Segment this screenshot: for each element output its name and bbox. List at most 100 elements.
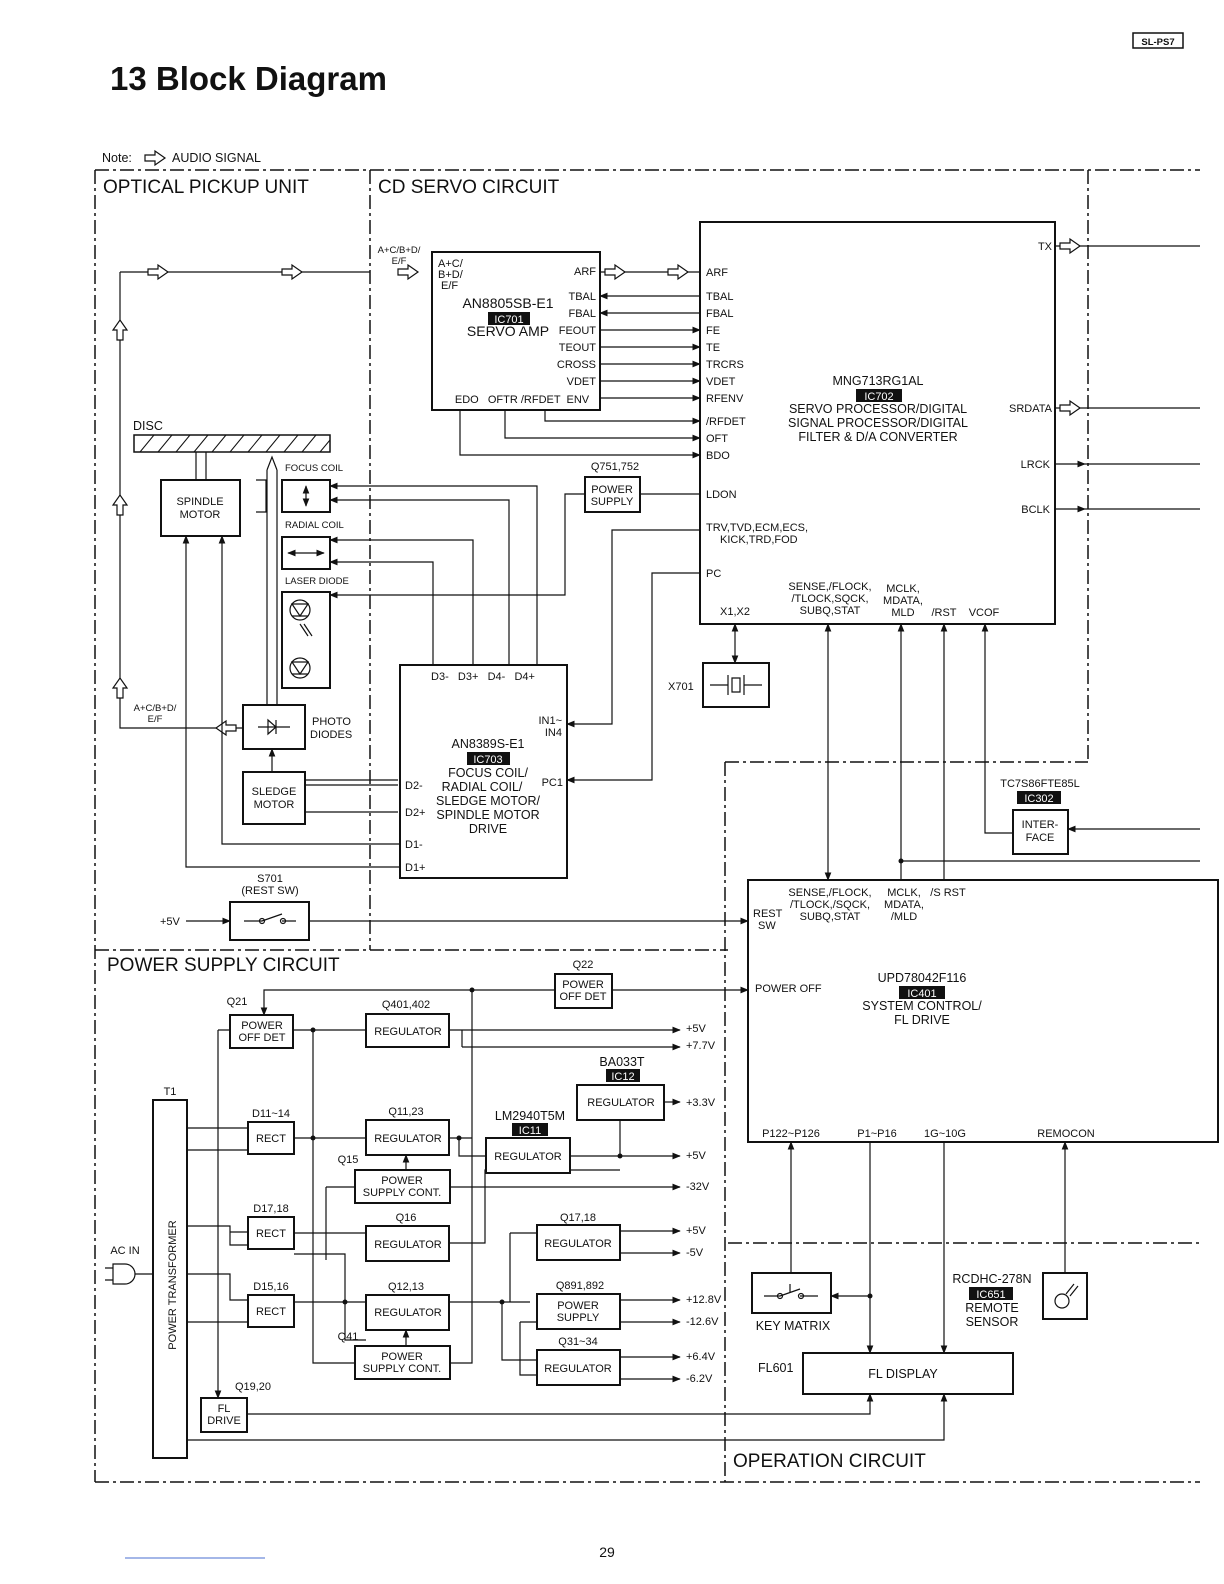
ac-in-label: AC IN <box>110 1245 139 1257</box>
section-optical-pickup: OPTICAL PICKUP UNIT <box>103 177 309 198</box>
ic703-pin-d2minus: D2- <box>405 780 423 792</box>
ic701-in-label-2: B+D/ <box>438 269 464 281</box>
ic701-pins-bottom: EDO OFTR /RFDET ENV <box>455 394 590 406</box>
rail-5v-b: +5V <box>686 1150 707 1162</box>
ic401-func: SYSTEM CONTROL/ <box>862 999 982 1013</box>
ic703-pin-in4: IN4 <box>545 727 562 739</box>
laser-diode-label: LASER DIODE <box>285 576 349 587</box>
ic702-pin-lrck: LRCK <box>1021 459 1051 471</box>
ic401-part: UPD78042F116 <box>878 971 967 985</box>
pickup-out-signal: A+C/B+D/ <box>134 703 177 714</box>
ic702-pin-fe: FE <box>706 325 720 337</box>
radial-coil-label: RADIAL COIL <box>285 520 344 531</box>
ic702-pin-fbal: FBAL <box>706 308 734 320</box>
plus5v-label: +5V <box>160 916 181 928</box>
q16-ref: Q16 <box>396 1212 417 1224</box>
ic702-pin-kick: KICK,TRD,FOD <box>720 534 798 546</box>
ic401-func-2: FL DRIVE <box>894 1013 950 1027</box>
t1-label: T1 <box>164 1086 177 1098</box>
sensor-icon <box>1054 1283 1079 1309</box>
ic702-pin-tbal: TBAL <box>706 291 734 303</box>
ic702-func: SERVO PROCESSOR/DIGITAL <box>789 402 967 416</box>
ac-plug-icon <box>105 1263 153 1285</box>
ic702-pin-mclk: MCLK, <box>886 583 920 595</box>
ic401-ref: IC401 <box>907 988 936 1000</box>
ic702-pin-rst: /RST <box>931 607 956 619</box>
ic703-func: FOCUS COIL/ <box>448 766 528 780</box>
rail-5v-c: +5V <box>686 1225 707 1237</box>
disc-label: DISC <box>133 419 163 433</box>
ic703-func-3: SLEDGE MOTOR/ <box>436 794 540 808</box>
ic401-pin-mdata: MDATA, <box>884 899 924 911</box>
ic702-func-3: FILTER & D/A CONVERTER <box>798 430 957 444</box>
ic401-system-control <box>747 879 1219 1143</box>
q751-label-2: SUPPLY <box>591 496 634 508</box>
rest-switch <box>229 901 310 941</box>
q17-label: REGULATOR <box>544 1238 611 1250</box>
section-cd-servo: CD SERVO CIRCUIT <box>378 177 560 198</box>
ic302-label: INTER- <box>1022 819 1059 831</box>
q11-regulator <box>365 1119 450 1156</box>
ic702-pin-sense: SENSE,/FLOCK, <box>788 581 871 593</box>
q31-regulator <box>536 1349 621 1386</box>
ic701-pin-vdet: VDET <box>567 376 597 388</box>
ic702-signal-processor <box>699 221 1056 625</box>
ic12-label: REGULATOR <box>587 1097 654 1109</box>
q41-label-2: SUPPLY CONT. <box>363 1363 441 1375</box>
ic702-pin-trv: TRV,TVD,ECM,ECS, <box>706 522 808 534</box>
transformer-label: POWER TRANSFORMER <box>167 1220 179 1349</box>
ic11-part: LM2940T5M <box>495 1109 565 1123</box>
d15-rect <box>247 1294 295 1328</box>
ic702-pin-te: TE <box>706 342 720 354</box>
rail-32v: -32V <box>686 1181 710 1193</box>
q891-ref: Q891,892 <box>556 1280 604 1292</box>
rail-minus5v: -5V <box>686 1247 704 1259</box>
ic12-part: BA033T <box>599 1055 645 1069</box>
d11-ref: D11~14 <box>252 1108 290 1120</box>
q11-ref: Q11,23 <box>388 1106 423 1118</box>
rest-sw-label: (REST SW) <box>241 885 298 897</box>
ic703-func-5: DRIVE <box>469 822 507 836</box>
note-text: AUDIO SIGNAL <box>172 151 261 165</box>
d15-label: RECT <box>256 1306 286 1318</box>
ic701-in-label: A+C/ <box>438 258 464 270</box>
d11-rect <box>247 1121 295 1155</box>
q751-power-supply <box>584 476 641 513</box>
ic702-pin-rfdet: /RFDET <box>706 416 746 428</box>
ic702-func-2: SIGNAL PROCESSOR/DIGITAL <box>788 416 968 430</box>
focus-coil-label: FOCUS COIL <box>285 463 343 474</box>
q19-label: FL <box>218 1403 231 1415</box>
ic703-pin-in1: IN1~ <box>538 715 562 727</box>
ic703-func-4: SPINDLE MOTOR <box>436 808 539 822</box>
remote-sensor <box>1042 1272 1088 1320</box>
q891-label: POWER <box>557 1300 599 1312</box>
q401-ref: Q401,402 <box>382 999 430 1011</box>
ic401-rest-sw: REST <box>753 908 783 920</box>
q21-label: POWER <box>241 1020 283 1032</box>
q31-label: REGULATOR <box>544 1363 611 1375</box>
ic701-pin-teout: TEOUT <box>559 342 597 354</box>
s701-label: S701 <box>257 873 283 885</box>
ic401-pin-sense: SENSE,/FLOCK, <box>788 887 871 899</box>
ic702-part: MNG713RG1AL <box>832 374 923 388</box>
q751-ref: Q751,752 <box>591 461 639 473</box>
ic702-pin-vcof: VCOF <box>969 607 1000 619</box>
q16-label: REGULATOR <box>374 1239 441 1251</box>
q41-label: POWER <box>381 1351 423 1363</box>
ic702-pin-mdata: MDATA, <box>883 595 923 607</box>
ic702-pin-oft: OFT <box>706 433 728 445</box>
q15-label-2: SUPPLY CONT. <box>363 1187 441 1199</box>
q22-power-off-det <box>554 973 613 1009</box>
q17-regulator <box>536 1224 621 1261</box>
q891-label-2: SUPPLY <box>557 1312 600 1324</box>
ic701-pin-feout: FEOUT <box>559 325 597 337</box>
fl-display <box>802 1352 1014 1395</box>
sledge-motor-label-2: MOTOR <box>254 799 295 811</box>
ic701-pin-arf: ARF <box>574 266 596 278</box>
page-title: 13 Block Diagram <box>110 60 387 97</box>
disc <box>133 434 331 453</box>
rail-6v4: +6.4V <box>686 1351 716 1363</box>
ic401-pin-1g: 1G~10G <box>924 1128 966 1140</box>
ic302-label-2: FACE <box>1026 832 1055 844</box>
